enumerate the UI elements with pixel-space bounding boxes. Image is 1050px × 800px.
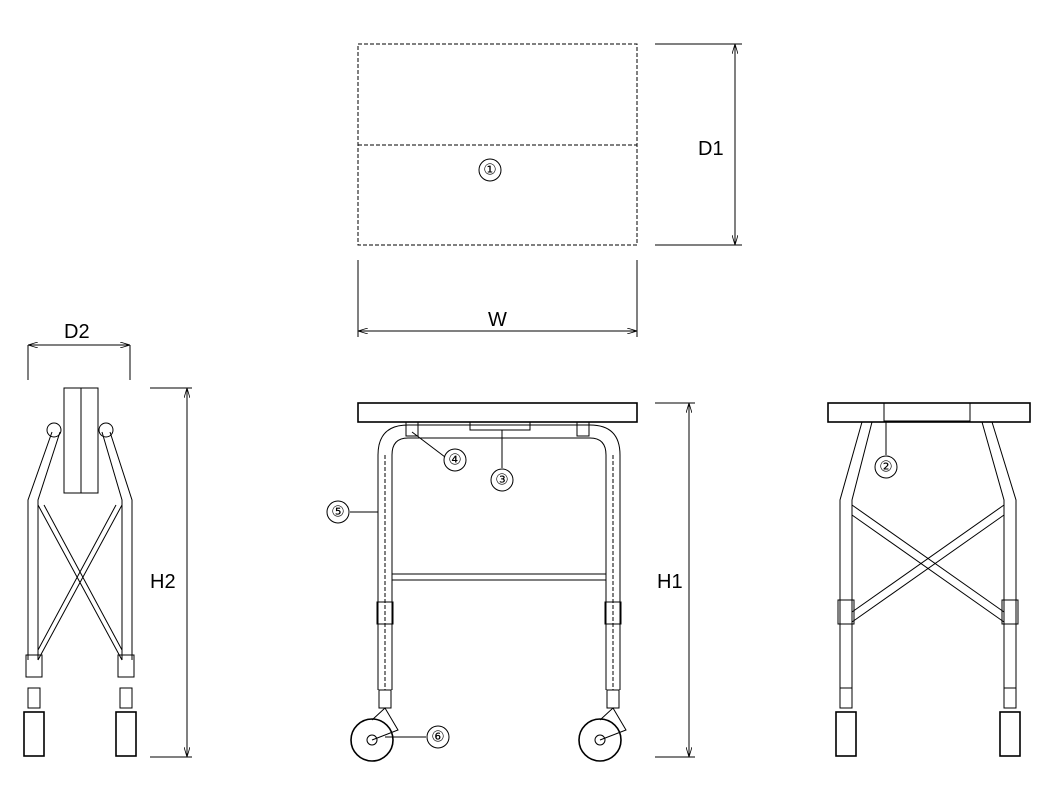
side-view-folded: D2 H2	[23, 321, 192, 758]
callout-1: ①	[483, 162, 496, 179]
caster-wheel	[350, 718, 394, 762]
callout-5: ⑤	[331, 504, 344, 521]
callout-2: ②	[879, 459, 892, 476]
w-label: W	[488, 309, 507, 331]
callout-1-circle	[478, 158, 502, 182]
callout-3: ③	[495, 472, 508, 489]
caster-wheel	[578, 718, 622, 762]
top-view: ① D1 W	[357, 43, 742, 337]
callout-4: ④	[448, 452, 461, 469]
d1-label: D1	[698, 138, 724, 160]
side-view: ②	[827, 402, 1031, 757]
d2-label: D2	[64, 321, 90, 343]
front-view: ④ ③ ⑤ ⑥ H1	[326, 402, 695, 762]
h1-label: H1	[657, 571, 683, 593]
h2-label: H2	[150, 571, 176, 593]
callout-6: ⑥	[431, 729, 444, 746]
